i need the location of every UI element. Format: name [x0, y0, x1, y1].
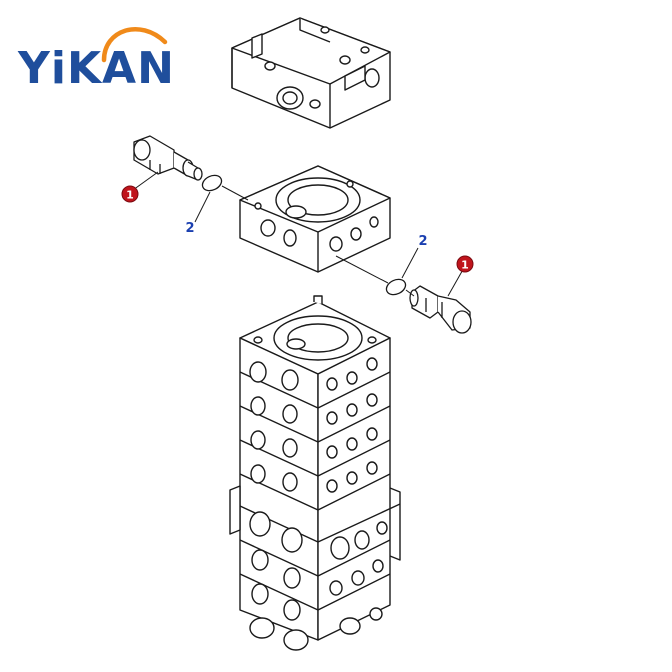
logo-arc-icon: [101, 26, 168, 63]
main-valve-stack: [229, 295, 401, 651]
top-cover-block: [231, 17, 391, 129]
relief-valve-left: [133, 135, 203, 181]
callout-2-left: 2: [185, 221, 194, 236]
logo-text: YiKAN: [17, 43, 175, 94]
callout-1-left-label: 1: [126, 189, 134, 202]
callout-1-right-label: 1: [461, 259, 469, 272]
middle-plate: [239, 165, 391, 273]
callout-1-right: 1: [456, 255, 474, 273]
callout-1-left: 1: [121, 185, 139, 203]
o-ring-lower: [385, 278, 407, 296]
o-ring-upper: [201, 174, 223, 192]
callout-2-left-label: 2: [185, 221, 194, 236]
leader-lines: [132, 171, 466, 297]
callout-2-right: 2: [418, 234, 427, 249]
callout-2-right-label: 2: [418, 234, 427, 249]
yikan-logo: YiKAN: [17, 26, 175, 94]
relief-valve-right: [409, 285, 472, 334]
